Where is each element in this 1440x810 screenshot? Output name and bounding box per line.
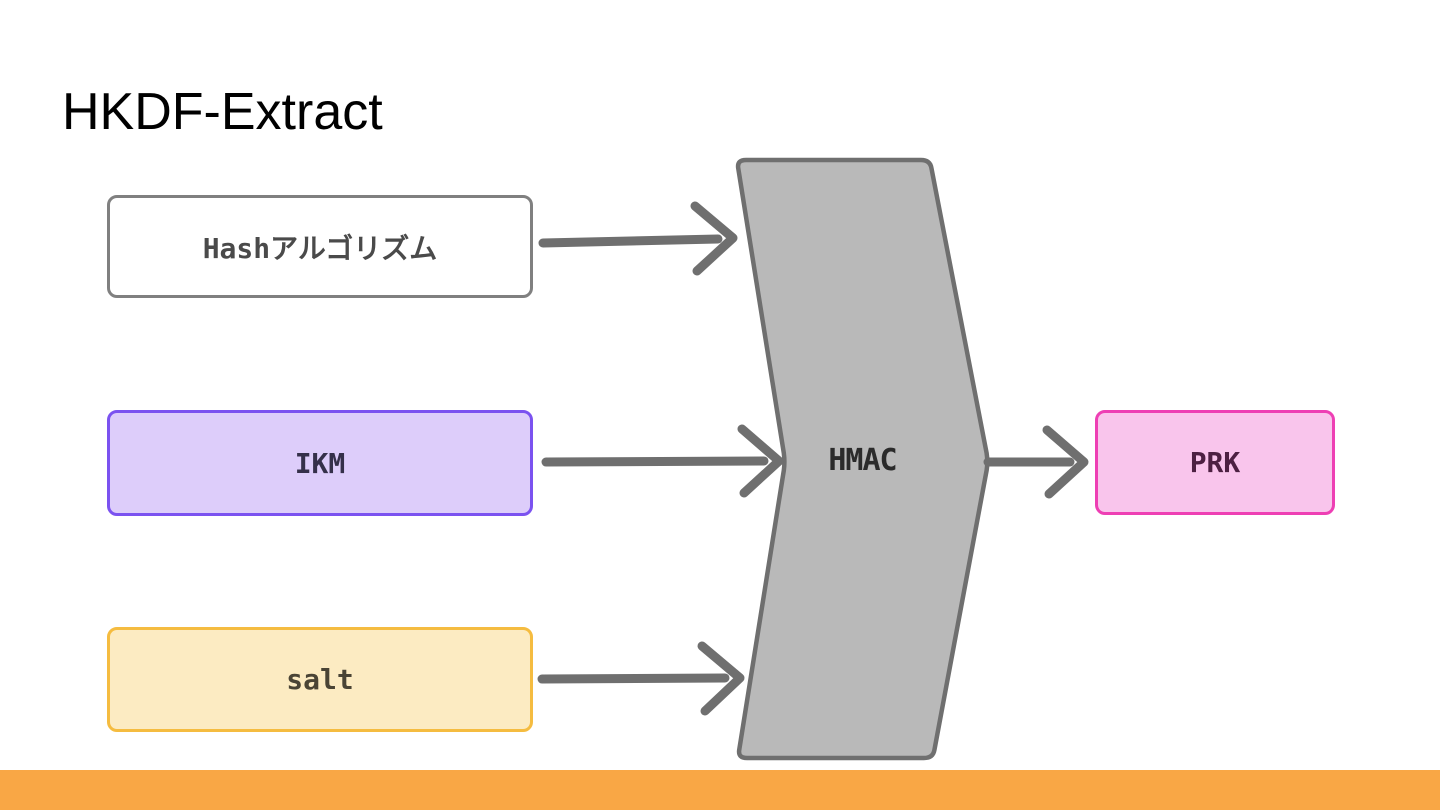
- node-ikm-label: IKM: [294, 446, 346, 480]
- node-hash-algorithm-label: Hashアルゴリズム: [202, 231, 438, 265]
- hmac-chevron-shape: [735, 157, 990, 761]
- node-ikm: IKM: [107, 410, 533, 516]
- edge-hash-to-hmac-arrowhead-icon: [690, 201, 738, 276]
- slide-title: HKDF-Extract: [62, 83, 383, 141]
- node-hash-algorithm: Hashアルゴリズム: [107, 195, 533, 298]
- node-hmac-label: HMAC: [737, 160, 988, 760]
- edge-salt-to-hmac: [537, 641, 745, 716]
- edge-salt-to-hmac-line: [537, 673, 730, 684]
- edge-salt-to-hmac-arrowhead-icon: [697, 641, 745, 716]
- node-hmac-label-text: HMAC: [828, 442, 897, 478]
- edge-hmac-to-prk: [983, 425, 1089, 499]
- edge-hash-to-hmac: [538, 201, 738, 276]
- node-salt-label: salt: [286, 663, 354, 696]
- edge-hmac-to-prk-arrowhead-icon: [1042, 425, 1089, 499]
- slide-accent-bar: [0, 770, 1440, 810]
- node-prk-label: PRK: [1189, 446, 1241, 479]
- node-prk: PRK: [1095, 410, 1335, 515]
- node-salt: salt: [107, 627, 533, 732]
- edge-ikm-to-hmac-arrowhead-icon: [737, 424, 784, 498]
- edge-ikm-to-hmac-line: [541, 456, 769, 467]
- edge-ikm-to-hmac: [541, 424, 784, 498]
- edge-hash-to-hmac-line: [538, 234, 723, 248]
